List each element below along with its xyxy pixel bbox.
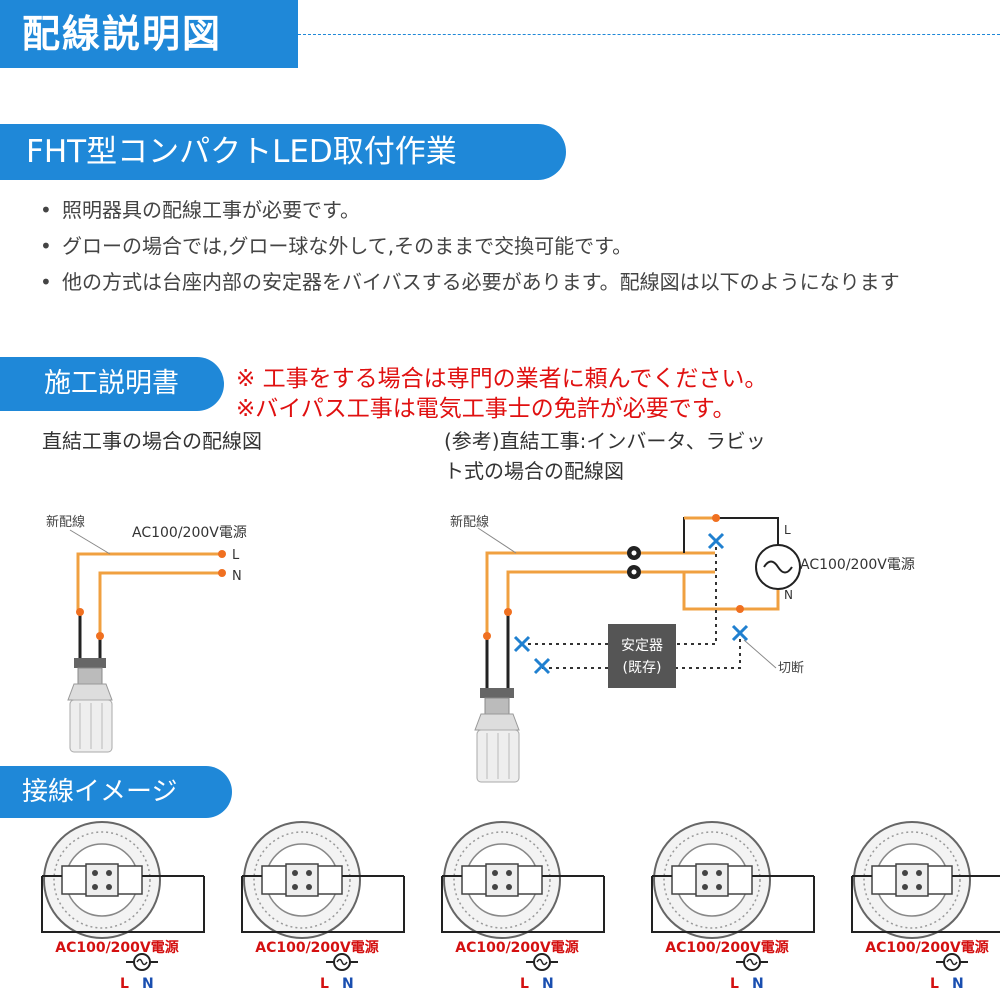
left-terminal-l: L [232,548,240,563]
panel-power-label: AC100/200V電源 [455,939,579,956]
panel-power-label: AC100/200V電源 [865,939,989,956]
install-note-3: 他の方式は台座内部の安定器をバイバスする必要があります。配線図は以下のようになり… [38,264,968,300]
header-divider [298,34,1000,35]
junction-dot [483,632,491,640]
cut-label: 切断 [778,661,804,676]
terminal-dot [218,569,226,577]
junction-dot [76,608,84,616]
right-terminal-l: L [784,523,791,537]
panel-terminal-n: N [342,976,354,992]
page-title: 配線説明図 [0,0,298,68]
left-new-wire-label: 新配線 [46,514,85,530]
right-diagram-caption-2: ト式の場合の配線図 [444,459,624,483]
right-terminal-n: N [784,588,793,602]
install-note-2: グローの場合では,グロー球な外して,そのままで交換可能です。 [38,228,968,264]
panel-terminal-l: L [320,976,329,992]
led-lamp-icon [474,688,520,783]
cut-mark-icon [513,635,531,653]
panel-terminal-n: N [142,976,154,992]
direct-wiring-diagram: 新配線 AC100/200V電源 L N [46,514,247,753]
panel-power-label: AC100/200V電源 [55,939,179,956]
ballast-box [608,624,676,688]
cut-mark-icon [533,657,551,675]
right-diagram-caption-1: (参考)直結工事:インバータ、ラビッ [444,429,766,453]
leader-line [69,529,111,555]
junction-dot [96,632,104,640]
section-title-install: FHT型コンパクトLED取付作業 [0,124,566,180]
warning-contractor: ※ 工事をする場合は専門の業者に頼んでください。 [236,366,768,392]
terminal-dot [218,550,226,558]
warning-license: ※バイパス工事は電気工事士の免許が必要です。 [236,396,736,422]
leader-line [477,527,517,554]
left-diagram-caption: 直結工事の場合の配線図 [42,429,262,453]
led-lamp-icon [67,658,113,753]
section-title-manual: 施工説明書 [0,357,224,411]
right-power-label: AC100/200V電源 [800,557,915,573]
left-terminal-n: N [232,569,242,584]
panel-terminal-l: L [120,976,129,992]
junction-dot [504,608,512,616]
left-power-label: AC100/200V電源 [132,525,247,541]
ballast-label: 安定器 [621,638,663,654]
ballast-sub-label: (既存) [623,660,662,676]
cut-mark-icon [731,624,749,642]
cut-marks [513,532,749,675]
panel-terminal-l: L [520,976,529,992]
panel-terminal-n: N [752,976,764,992]
inverter-wiring-diagram: L N AC100/200V電源 新配線 安定器 (既存) 切断 [450,514,915,783]
panel-terminal-n: N [542,976,554,992]
install-note-1: 照明器具の配線工事が必要です。 [38,192,968,228]
panel-terminal-l: L [930,976,939,992]
cut-mark-icon [707,532,725,550]
panel-terminal-n: N [952,976,964,992]
section-title-connection: 接線イメージ [0,766,232,818]
panel-power-label: AC100/200V電源 [665,939,789,956]
panel-power-label: AC100/200V電源 [255,939,379,956]
install-notes: 照明器具の配線工事が必要です。 グローの場合では,グロー球な外して,そのままで交… [38,192,968,300]
right-new-wire-label: 新配線 [450,514,489,530]
panel-terminal-l: L [730,976,739,992]
